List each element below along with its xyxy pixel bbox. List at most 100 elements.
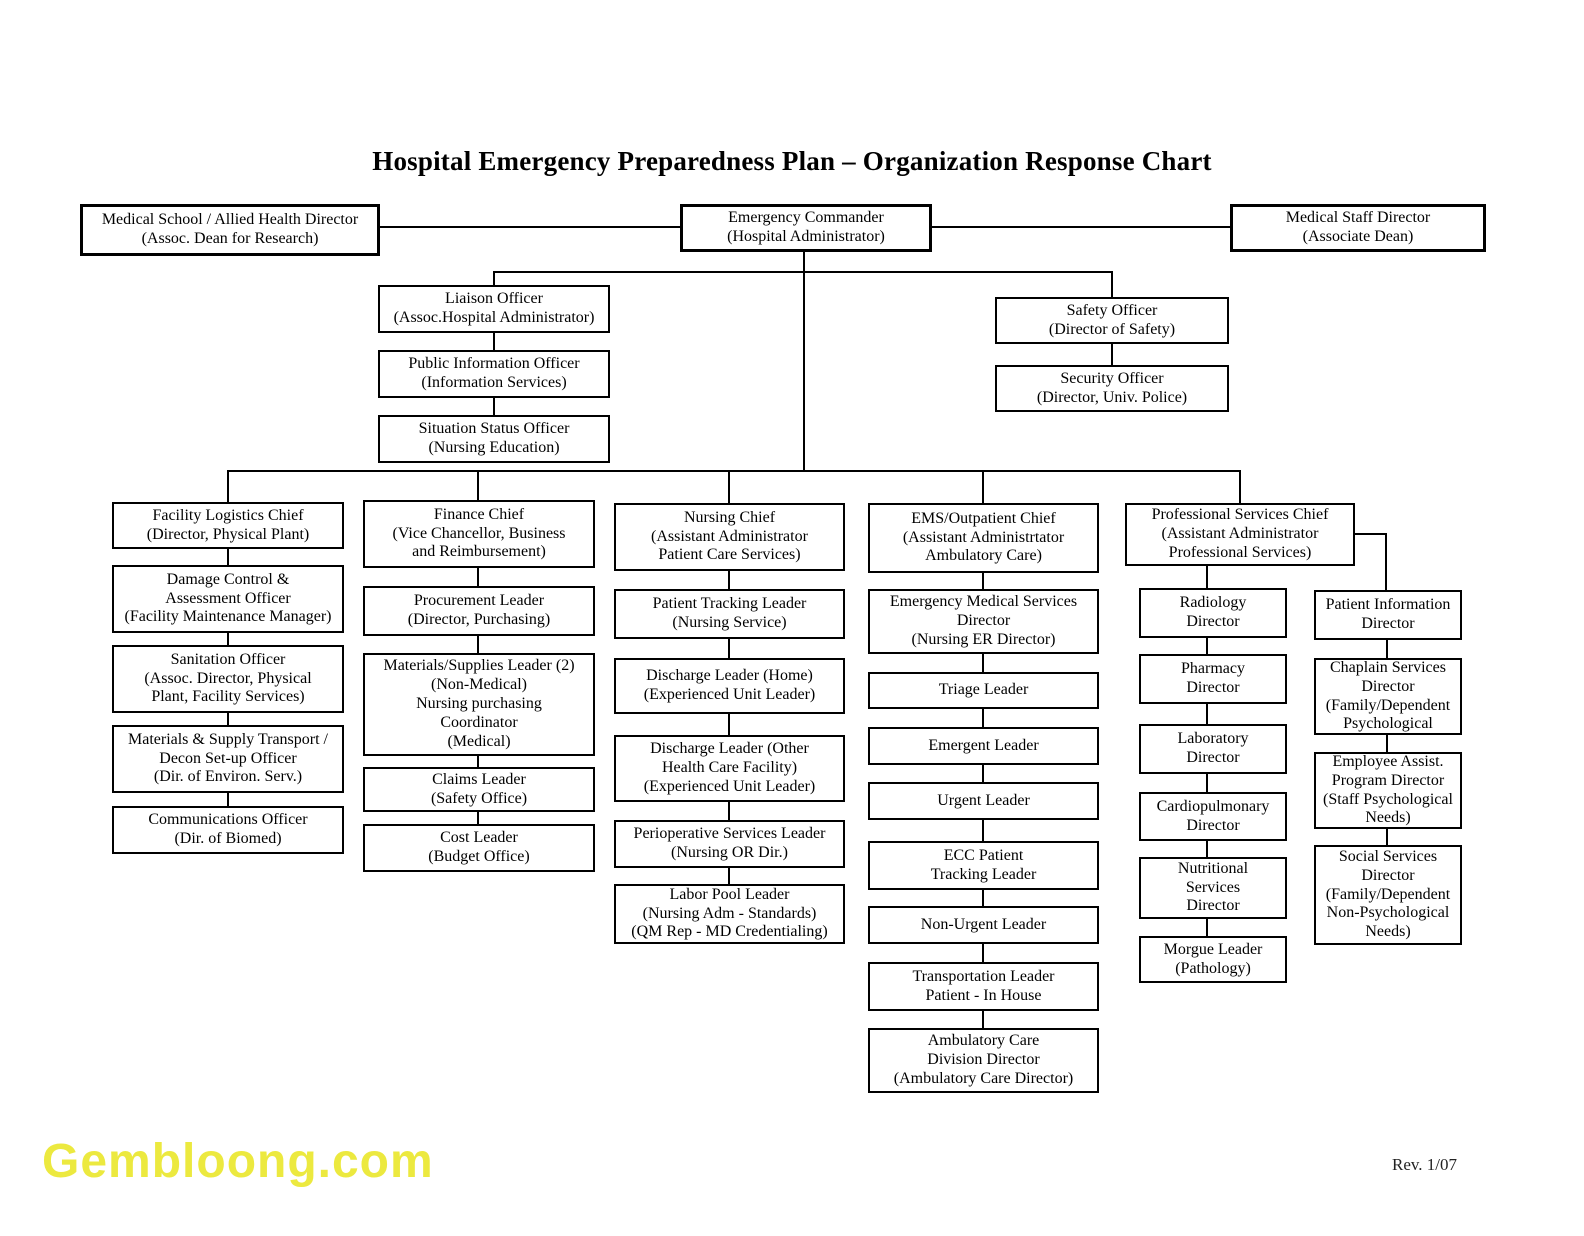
- connector-ems-1: [982, 573, 984, 589]
- connector-ems-3: [982, 709, 984, 727]
- node-professional-services-chief: Professional Services Chief (Assistant A…: [1125, 503, 1355, 566]
- node-public-information-officer: Public Information Officer (Information …: [378, 350, 610, 398]
- node-damage-control-officer: Damage Control & Assessment Officer (Fac…: [112, 565, 344, 633]
- node-safety-officer: Safety Officer (Director of Safety): [995, 297, 1229, 344]
- connector-prof-5: [1206, 841, 1208, 857]
- connector-finance-2: [477, 636, 479, 653]
- node-label: Medical Staff Director (Associate Dean): [1285, 209, 1431, 245]
- connector-prof-1: [1206, 566, 1208, 588]
- node-label: Triage Leader: [938, 681, 1029, 699]
- node-label: Medical School / Allied Health Director …: [101, 211, 359, 247]
- node-social-services-director: Social Services Director (Family/Depende…: [1314, 845, 1462, 945]
- connector-nursing-4: [728, 802, 730, 820]
- connector-finance-1: [477, 568, 479, 586]
- connector-facility-3: [227, 713, 229, 725]
- node-communications-officer: Communications Officer (Dir. of Biomed): [112, 806, 344, 854]
- connector-nursing-5: [728, 868, 730, 884]
- node-medical-staff-director: Medical Staff Director (Associate Dean): [1230, 204, 1486, 252]
- connector-drop-nursing-chief: [728, 470, 730, 503]
- node-label: Labor Pool Leader (Nursing Adm - Standar…: [631, 885, 828, 941]
- node-materials-supply-transport-officer: Materials & Supply Transport / Decon Set…: [112, 725, 344, 793]
- node-label: Discharge Leader (Home) (Experienced Uni…: [643, 667, 816, 703]
- node-security-officer: Security Officer (Director, Univ. Police…: [995, 365, 1229, 412]
- node-claims-leader: Claims Leader (Safety Office): [363, 767, 595, 812]
- connector-pio-sso: [493, 398, 495, 415]
- node-label: Safety Officer (Director of Safety): [1048, 301, 1176, 338]
- node-ecc-patient-tracking-leader: ECC Patient Tracking Leader: [868, 841, 1099, 890]
- node-emergent-leader: Emergent Leader: [868, 727, 1099, 765]
- connector-ems-4: [982, 765, 984, 782]
- node-label: Employee Assist. Program Director (Staff…: [1323, 752, 1453, 827]
- connector-ems-7: [982, 944, 984, 962]
- node-employee-assist-program-director: Employee Assist. Program Director (Staff…: [1314, 752, 1462, 829]
- connector-ems-5: [982, 820, 984, 841]
- node-labor-pool-leader: Labor Pool Leader (Nursing Adm - Standar…: [614, 884, 845, 944]
- connector-drop-professional-chief: [1239, 470, 1241, 503]
- connector-safety-security: [1111, 344, 1113, 365]
- node-label: Facility Logistics Chief (Director, Phys…: [146, 506, 310, 543]
- connector-nursing-1: [728, 571, 730, 589]
- node-label: Procurement Leader (Director, Purchasing…: [407, 592, 551, 628]
- connector-commander-medstaff: [932, 226, 1230, 228]
- node-label: Transportation Leader Patient - In House: [912, 967, 1055, 1004]
- node-label: Laboratory Director: [1177, 730, 1249, 766]
- connector-commander-trunk: [803, 252, 805, 472]
- node-pharmacy-director: Pharmacy Director: [1139, 654, 1287, 704]
- node-label: Nursing Chief (Assistant Administrator P…: [651, 508, 808, 564]
- page-title: Hospital Emergency Preparedness Plan – O…: [372, 146, 1212, 176]
- node-cardiopulmonary-director: Cardiopulmonary Director: [1139, 792, 1287, 841]
- connector-drop-liaison: [493, 271, 495, 285]
- node-label: EMS/Outpatient Chief (Assistant Administ…: [902, 509, 1065, 565]
- node-label: Pharmacy Director: [1181, 660, 1245, 696]
- node-materials-supplies-leader: Materials/Supplies Leader (2) (Non-Medic…: [363, 653, 595, 756]
- connector-prof-r1: [1386, 640, 1388, 658]
- node-transportation-leader: Transportation Leader Patient - In House: [868, 962, 1099, 1011]
- connector-liaison-pio: [493, 333, 495, 350]
- node-emergency-commander: Emergency Commander (Hospital Administra…: [680, 204, 932, 252]
- node-label: Situation Status Officer (Nursing Educat…: [418, 420, 570, 456]
- node-liaison-officer: Liaison Officer (Assoc.Hospital Administ…: [378, 285, 610, 333]
- connector-medschool-commander: [380, 226, 680, 228]
- node-label: Cardiopulmonary Director: [1156, 797, 1270, 834]
- node-nursing-chief: Nursing Chief (Assistant Administrator P…: [614, 503, 845, 571]
- connector-prof-3: [1206, 704, 1208, 724]
- node-situation-status-officer: Situation Status Officer (Nursing Educat…: [378, 415, 610, 463]
- node-sanitation-officer: Sanitation Officer (Assoc. Director, Phy…: [112, 645, 344, 713]
- node-label: Emergency Commander (Hospital Administra…: [727, 209, 885, 245]
- node-ems-outpatient-chief: EMS/Outpatient Chief (Assistant Administ…: [868, 503, 1099, 573]
- node-laboratory-director: Laboratory Director: [1139, 724, 1287, 774]
- node-label: Emergency Medical Services Director (Nur…: [889, 593, 1078, 648]
- connector-finance-3: [477, 756, 479, 767]
- connector-ems-2: [982, 654, 984, 672]
- connector-nursing-2: [728, 639, 730, 658]
- connector-drop-finance-chief: [477, 470, 479, 500]
- node-procurement-leader: Procurement Leader (Director, Purchasing…: [363, 586, 595, 636]
- node-label: Discharge Leader (Other Health Care Faci…: [643, 740, 816, 795]
- connector-finance-4: [477, 812, 479, 824]
- node-label: Professional Services Chief (Assistant A…: [1151, 506, 1329, 561]
- node-non-urgent-leader: Non-Urgent Leader: [868, 906, 1099, 944]
- node-label: Patient Information Director: [1325, 596, 1451, 632]
- connector-facility-2: [227, 633, 229, 645]
- node-morgue-leader: Morgue Leader (Pathology): [1139, 936, 1287, 983]
- node-label: Damage Control & Assessment Officer (Fac…: [124, 570, 332, 626]
- connector-facility-1: [227, 549, 229, 565]
- connector-ems-6: [982, 890, 984, 906]
- node-label: Social Services Director (Family/Depende…: [1325, 847, 1451, 941]
- node-label: Patient Tracking Leader (Nursing Service…: [652, 595, 807, 631]
- connector-drop-safety: [1111, 271, 1113, 297]
- node-label: Urgent Leader: [937, 791, 1030, 809]
- node-patient-tracking-leader: Patient Tracking Leader (Nursing Service…: [614, 589, 845, 639]
- node-discharge-leader-home: Discharge Leader (Home) (Experienced Uni…: [614, 658, 845, 714]
- connector-drop-ems-chief: [982, 470, 984, 503]
- node-urgent-leader: Urgent Leader: [868, 782, 1099, 820]
- node-label: Materials & Supply Transport / Decon Set…: [127, 730, 328, 786]
- connector-prof-6: [1206, 919, 1208, 936]
- node-label: Perioperative Services Leader (Nursing O…: [633, 825, 826, 861]
- node-ambulatory-care-division-director: Ambulatory Care Division Director (Ambul…: [868, 1028, 1099, 1093]
- node-facility-logistics-chief: Facility Logistics Chief (Director, Phys…: [112, 502, 344, 549]
- connector-chiefs-bus: [227, 470, 1241, 472]
- node-perioperative-services-leader: Perioperative Services Leader (Nursing O…: [614, 820, 845, 868]
- connector-prof-elbow-h: [1355, 533, 1387, 535]
- connector-ems-8: [982, 1011, 984, 1028]
